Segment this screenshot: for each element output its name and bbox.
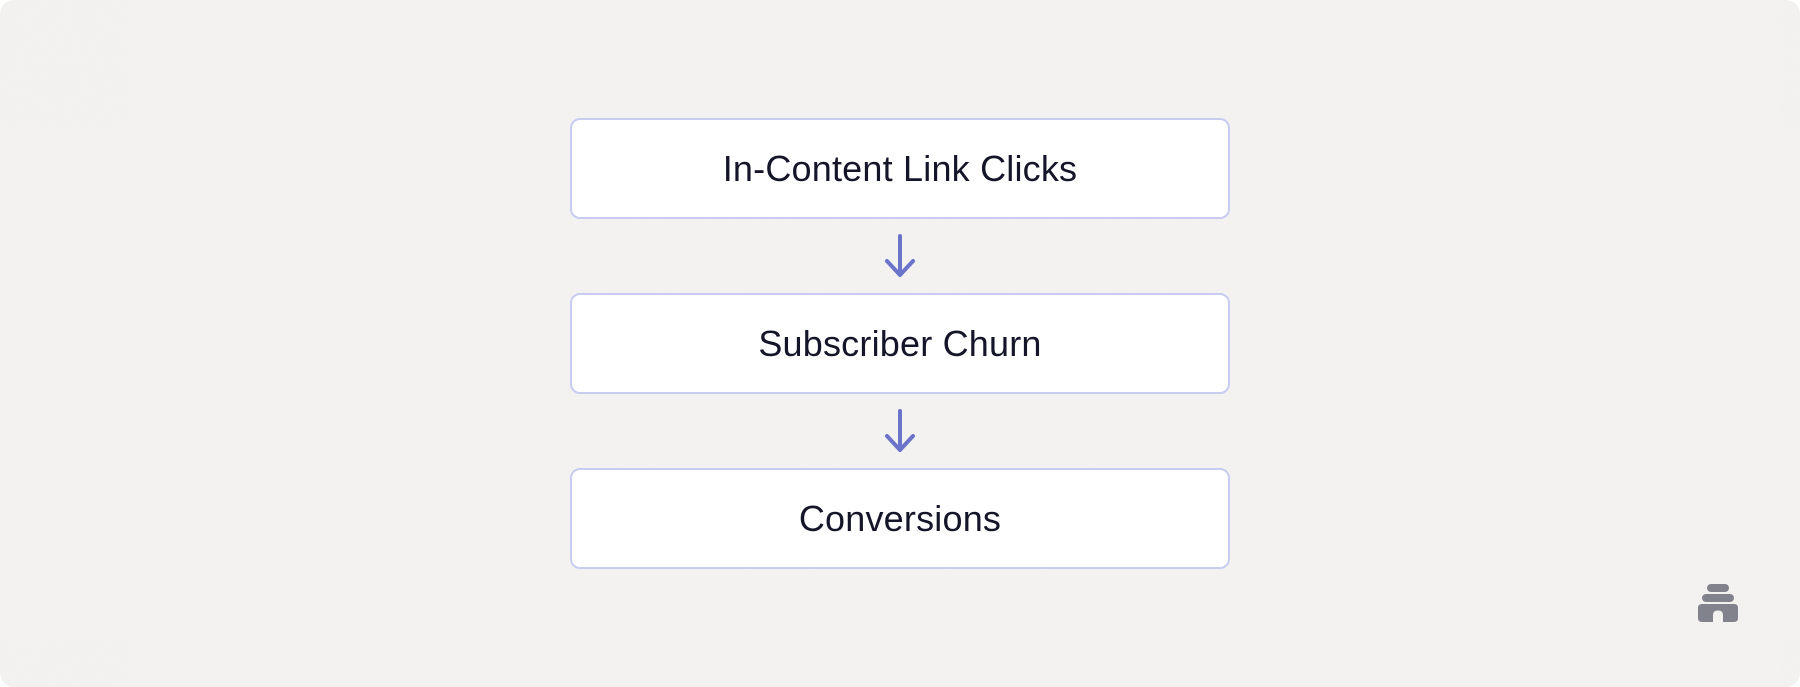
node-subscriber-churn: Subscriber Churn bbox=[570, 293, 1230, 394]
node-in-content-link-clicks: In-Content Link Clicks bbox=[570, 118, 1230, 219]
down-arrow-icon bbox=[885, 409, 915, 452]
node-conversions: Conversions bbox=[570, 468, 1230, 569]
down-arrow-icon bbox=[885, 234, 915, 277]
node-label: In-Content Link Clicks bbox=[722, 147, 1078, 189]
beehive-icon bbox=[1698, 584, 1738, 622]
beehiiv-logo bbox=[1698, 584, 1738, 622]
node-label: Subscriber Churn bbox=[758, 322, 1042, 364]
node-label: Conversions bbox=[798, 497, 1002, 539]
